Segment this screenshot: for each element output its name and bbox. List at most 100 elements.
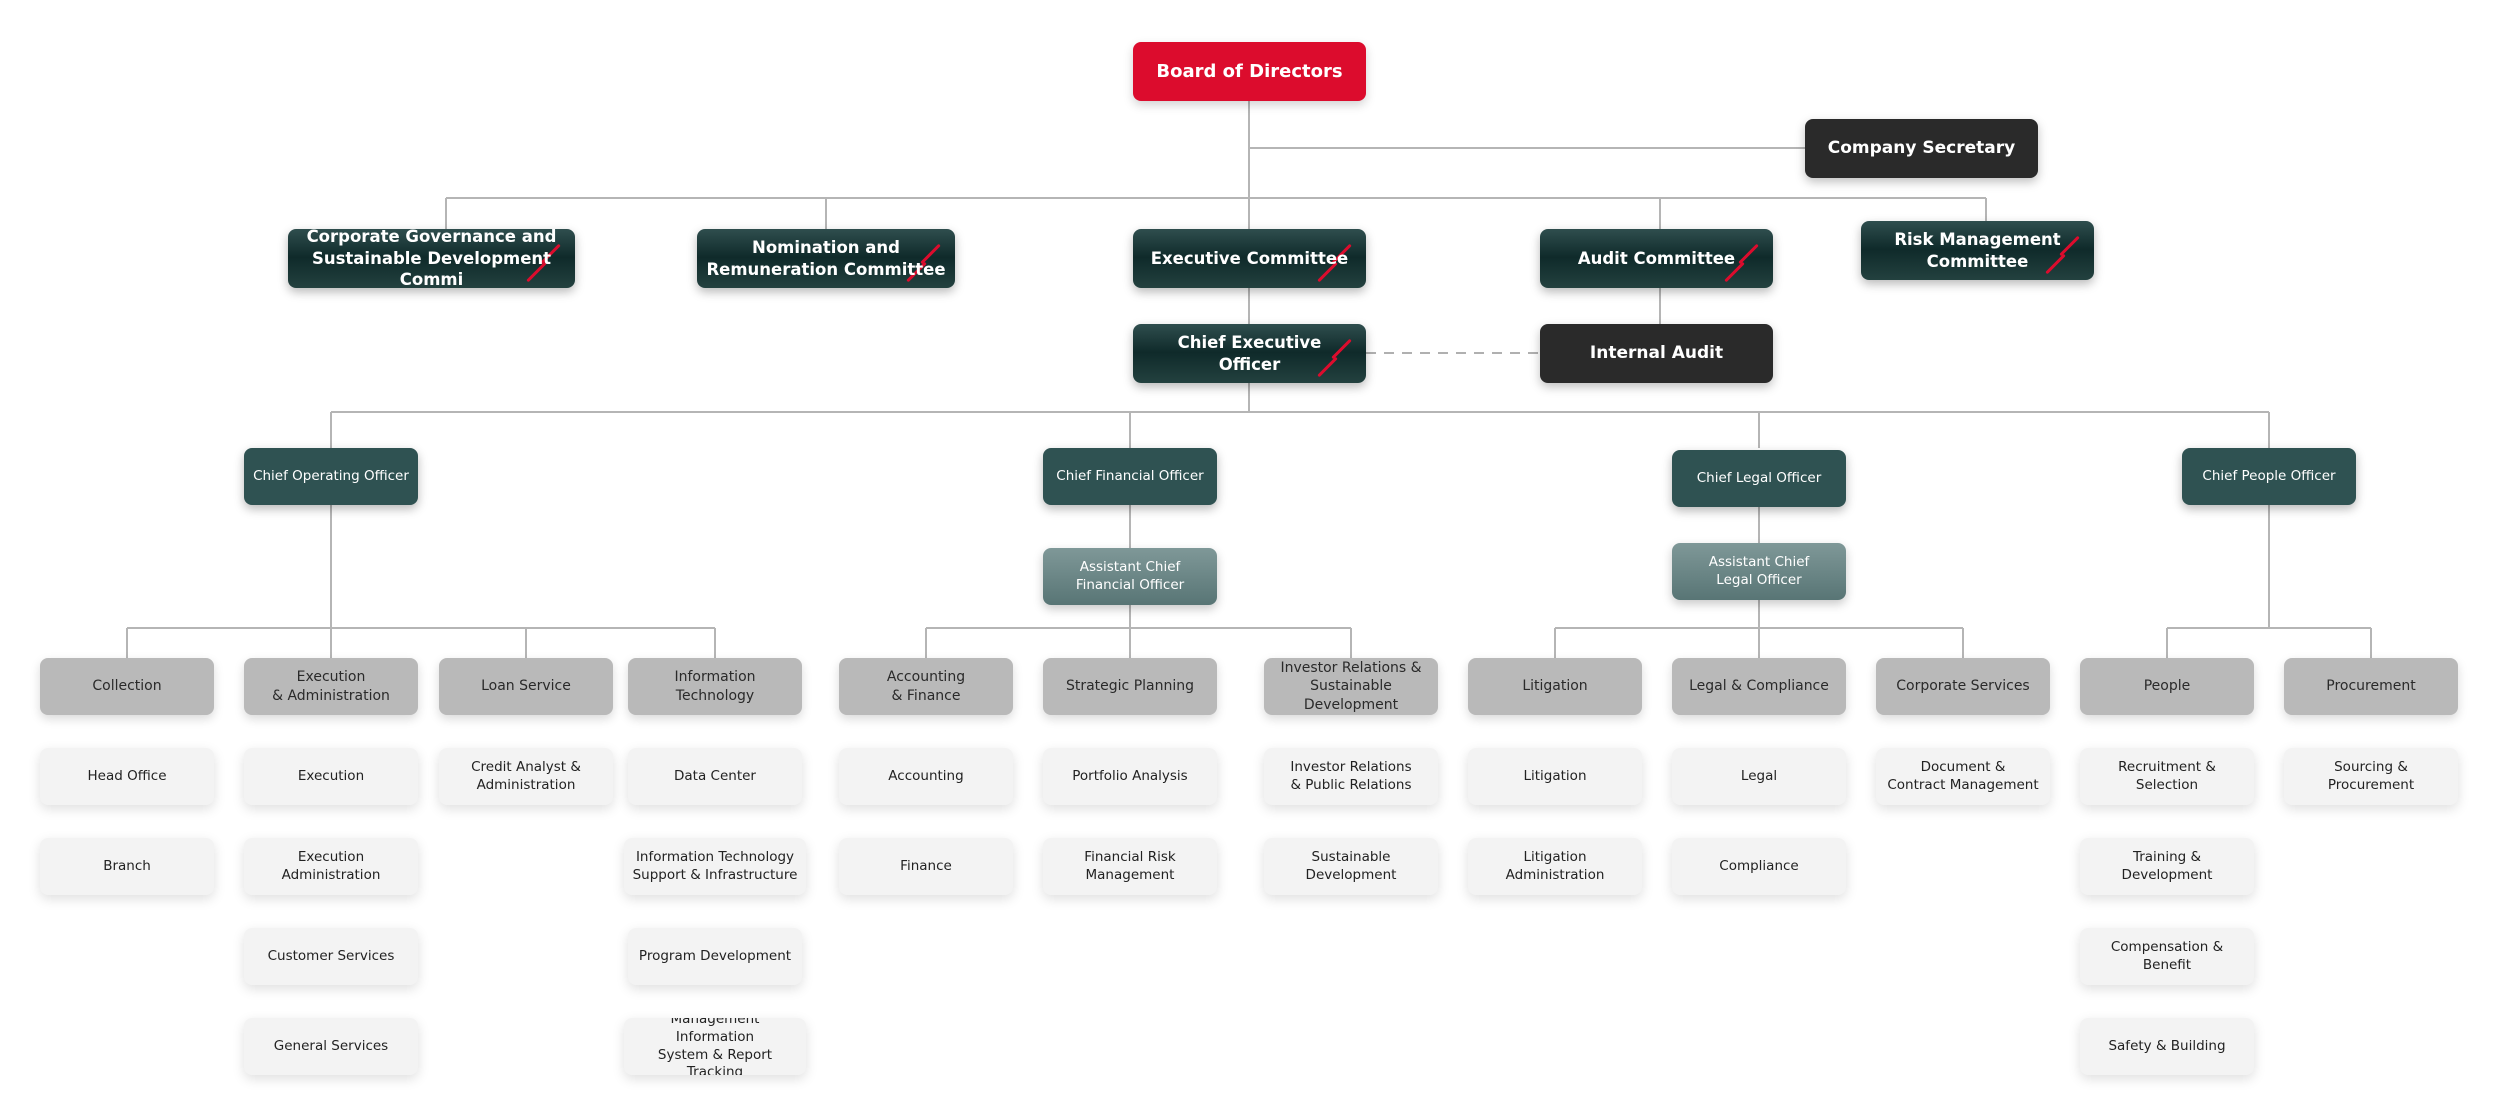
box-accounting-finance: Accounting & Finance (839, 658, 1013, 715)
box-aclo: Assistant Chief Legal Officer (1672, 543, 1846, 600)
box-financial-risk: Financial Risk Management (1043, 838, 1217, 895)
box-label: Information Technology (674, 669, 756, 704)
box-people: People (2080, 658, 2254, 715)
box-label: Chief Executive Officer (1177, 332, 1322, 374)
box-label: Document & Contract Management (1887, 758, 2039, 793)
box-litigation-administration: Litigation Administration (1468, 838, 1642, 895)
box-ceo: Chief Executive Officer (1133, 324, 1366, 383)
box-cpo: Chief People Officer (2182, 448, 2356, 505)
box-label: Chief Financial Officer (1056, 467, 1204, 484)
box-internal-audit: Internal Audit (1540, 324, 1773, 383)
box-audit-committee: Audit Committee (1540, 229, 1773, 288)
box-label: Head Office (87, 767, 167, 784)
box-label: Program Development (638, 947, 792, 964)
box-label: Assistant Chief Legal Officer (1708, 553, 1810, 588)
box-procurement: Procurement (2284, 658, 2458, 715)
box-clo: Chief Legal Officer (1672, 450, 1846, 507)
box-label: Company Secretary (1827, 138, 2016, 159)
box-label: Sustainable Development (1305, 848, 1397, 883)
box-branch: Branch (40, 838, 214, 895)
box-executive-committee: Executive Committee (1133, 229, 1366, 288)
box-label: Accounting & Finance (886, 669, 966, 704)
box-cg-committee: Corporate Governance and Sustainable Dev… (288, 229, 575, 288)
box-coo: Chief Operating Officer (244, 448, 418, 505)
box-execution-administration: Execution Administration (244, 838, 418, 895)
box-label: Information Technology Support & Infrast… (632, 848, 798, 883)
box-label: Chief Legal Officer (1696, 469, 1822, 486)
box-execution: Execution (244, 748, 418, 805)
box-label: Litigation Administration (1505, 848, 1605, 883)
box-recruitment: Recruitment & Selection (2080, 748, 2254, 805)
box-nomination-committee: Nomination and Remuneration Committee (697, 229, 955, 288)
box-label: Branch (103, 857, 151, 874)
box-label: Finance (900, 857, 952, 874)
box-it-support: Information Technology Support & Infrast… (624, 838, 806, 895)
box-label: Loan Service (481, 678, 571, 695)
box-label: People (2143, 678, 2191, 695)
box-ir-sd: Investor Relations & Sustainable Develop… (1264, 658, 1438, 715)
box-ir-pr: Investor Relations & Public Relations (1264, 748, 1438, 805)
box-accounting: Accounting (839, 748, 1013, 805)
box-label: Collection (92, 678, 162, 695)
box-label: Chief People Officer (2202, 467, 2336, 484)
box-label: Legal (1740, 767, 1778, 784)
box-label: Recruitment & Selection (2118, 758, 2216, 793)
box-label: Strategic Planning (1065, 678, 1195, 695)
box-board: Board of Directors (1133, 42, 1366, 101)
box-compliance: Compliance (1672, 838, 1846, 895)
box-label: Internal Audit (1589, 343, 1724, 364)
box-collection: Collection (40, 658, 214, 715)
box-customer-services: Customer Services (244, 928, 418, 985)
box-strategic-planning: Strategic Planning (1043, 658, 1217, 715)
box-label: Execution Administration (281, 848, 381, 883)
box-general-services: General Services (244, 1018, 418, 1075)
box-label: General Services (273, 1037, 389, 1054)
box-risk-committee: Risk Management Committee (1861, 221, 2094, 280)
box-label: Audit Committee (1577, 248, 1736, 268)
box-litigation-unit: Litigation (1468, 748, 1642, 805)
box-loan-service: Loan Service (439, 658, 613, 715)
box-portfolio-analysis: Portfolio Analysis (1043, 748, 1217, 805)
box-safety: Safety & Building (2080, 1018, 2254, 1075)
box-cfo: Chief Financial Officer (1043, 448, 1217, 505)
box-label: Management Information System & Report T… (657, 1018, 773, 1075)
box-label: Corporate Services (1896, 678, 2030, 695)
box-label: Investor Relations & Sustainable Develop… (1280, 659, 1422, 713)
box-label: Compliance (1719, 857, 1799, 874)
box-label: Procurement (2326, 678, 2416, 695)
box-data-center: Data Center (628, 748, 802, 805)
box-training: Training & Development (2080, 838, 2254, 895)
box-label: Compensation & Benefit (2110, 938, 2224, 973)
box-legal-compliance: Legal & Compliance (1672, 658, 1846, 715)
box-company-secretary: Company Secretary (1805, 119, 2038, 178)
box-legal: Legal (1672, 748, 1846, 805)
box-doc-contract: Document & Contract Management (1876, 748, 2050, 805)
box-label: Nomination and Remuneration Committee (706, 237, 946, 279)
box-it: Information Technology (628, 658, 802, 715)
box-exec-admin: Execution & Administration (244, 658, 418, 715)
box-label: Litigation (1523, 767, 1587, 784)
box-corporate-services: Corporate Services (1876, 658, 2050, 715)
box-litigation-dept: Litigation (1468, 658, 1642, 715)
box-label: Safety & Building (2108, 1037, 2226, 1054)
box-label: Risk Management Committee (1894, 229, 2061, 271)
box-head-office: Head Office (40, 748, 214, 805)
box-label: Litigation (1522, 678, 1588, 695)
box-finance: Finance (839, 838, 1013, 895)
box-label: Legal & Compliance (1689, 678, 1829, 695)
box-label: Financial Risk Management (1084, 848, 1176, 883)
box-label: Investor Relations & Public Relations (1290, 758, 1412, 793)
box-sourcing: Sourcing & Procurement (2284, 748, 2458, 805)
box-label: Accounting (888, 767, 964, 784)
box-label: Training & Development (2121, 848, 2213, 883)
box-label: Customer Services (267, 947, 395, 964)
box-mis: Management Information System & Report T… (624, 1018, 806, 1075)
box-label: Assistant Chief Financial Officer (1075, 558, 1185, 593)
box-label: Corporate Governance and Sustainable Dev… (306, 229, 557, 288)
box-label: Executive Committee (1150, 248, 1349, 268)
box-compensation: Compensation & Benefit (2080, 928, 2254, 985)
box-program-development: Program Development (628, 928, 802, 985)
box-sustainable-development: Sustainable Development (1264, 838, 1438, 895)
